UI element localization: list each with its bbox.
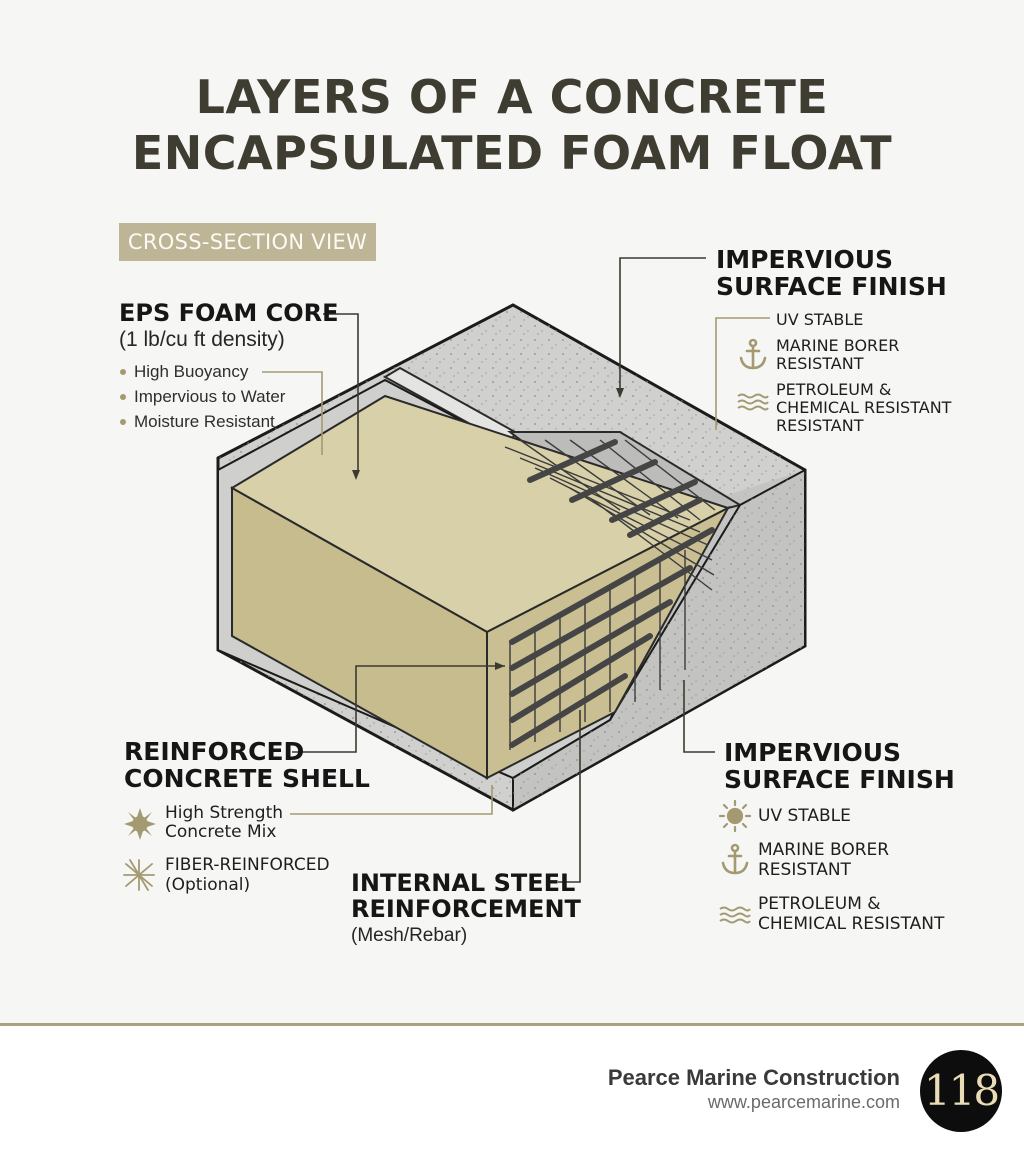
leader-shell xyxy=(292,665,505,753)
foam-bullet-1: High Buoyancy xyxy=(134,362,249,381)
finish-bottom-feature-uv: UV STABLE xyxy=(758,806,851,826)
company-name: Pearce Marine Construction xyxy=(607,1065,900,1090)
shell-feature-fiber-1: FIBER-REINFORCED xyxy=(165,855,330,875)
bullet-dot xyxy=(120,369,126,375)
leader-foam-core xyxy=(323,313,359,470)
anchor-icon xyxy=(739,338,767,370)
shell-feature-strength-2: Concrete Mix xyxy=(165,822,277,842)
finish-bottom-feature-chem-1: PETROLEUM & xyxy=(758,894,881,914)
shell-heading-2: CONCRETE SHELL xyxy=(124,764,370,793)
finish-bottom-heading-1: IMPERVIOUS xyxy=(724,738,902,767)
shell-heading-1: REINFORCED xyxy=(124,737,305,766)
finish-top-feature-borer-2: RESISTANT xyxy=(776,354,864,373)
leader-lines xyxy=(262,257,770,883)
steel-heading-1: INTERNAL STEEL xyxy=(351,869,576,897)
bullet-dot xyxy=(120,419,126,425)
leader-shell-features xyxy=(290,785,493,815)
page-number-badge: 118 xyxy=(920,1050,1002,1132)
foam-bullet-3: Moisture Resistant xyxy=(134,412,275,431)
company-url[interactable]: www.pearcemarine.com xyxy=(707,1092,900,1112)
finish-bottom-feature-borer-2: RESISTANT xyxy=(758,860,851,880)
finish-bottom-feature-chem-2: CHEMICAL RESISTANT xyxy=(758,914,945,934)
footer xyxy=(0,1026,1024,1154)
waves-icon xyxy=(737,393,769,411)
finish-top-feature-chem-2: CHEMICAL RESISTANT xyxy=(776,398,952,417)
leader-finish-bottom xyxy=(683,680,715,753)
leader-finish-top xyxy=(619,257,706,395)
burst-icon xyxy=(124,808,156,840)
shell-feature-fiber-2: (Optional) xyxy=(165,875,251,895)
steel-subheading: (Mesh/Rebar) xyxy=(351,925,468,946)
foam-core-subheading: (1 lb/cu ft density) xyxy=(119,328,285,351)
finish-top-feature-uv: UV STABLE xyxy=(776,310,864,329)
foam-core-heading: EPS FOAM CORE xyxy=(119,299,339,327)
cross-section-badge: CROSS-SECTION VIEW xyxy=(119,223,376,261)
leader-finish-top-features xyxy=(715,317,770,430)
finish-bottom-feature-borer-1: MARINE BORER xyxy=(758,840,890,860)
finish-top-feature-chem-3: RESISTANT xyxy=(776,416,864,435)
finish-top-heading-2: SURFACE FINISH xyxy=(716,272,947,301)
leader-steel xyxy=(558,710,581,883)
leader-foam-bullets xyxy=(262,371,323,455)
foam-bullet-2: Impervious to Water xyxy=(134,387,286,406)
waves-icon xyxy=(719,906,751,924)
title-line-1: LAYERS OF A CONCRETE xyxy=(195,70,829,124)
footer-divider xyxy=(0,1023,1024,1026)
finish-top-heading-1: IMPERVIOUS xyxy=(716,245,894,274)
foam-core-block xyxy=(230,394,731,780)
finish-top-feature-chem-1: PETROLEUM & xyxy=(776,380,892,399)
bullet-dot xyxy=(120,394,126,400)
sun-icon xyxy=(719,800,751,832)
rebar-bars xyxy=(509,439,715,748)
shell-feature-strength-1: High Strength xyxy=(165,803,284,823)
finish-top-feature-borer-1: MARINE BORER xyxy=(776,336,900,355)
fiber-icon xyxy=(123,859,155,891)
anchor-icon xyxy=(721,843,749,875)
finish-bottom-heading-2: SURFACE FINISH xyxy=(724,765,955,794)
title-line-2: ENCAPSULATED FOAM FLOAT xyxy=(131,126,893,180)
steel-heading-2: REINFORCEMENT xyxy=(351,895,581,923)
